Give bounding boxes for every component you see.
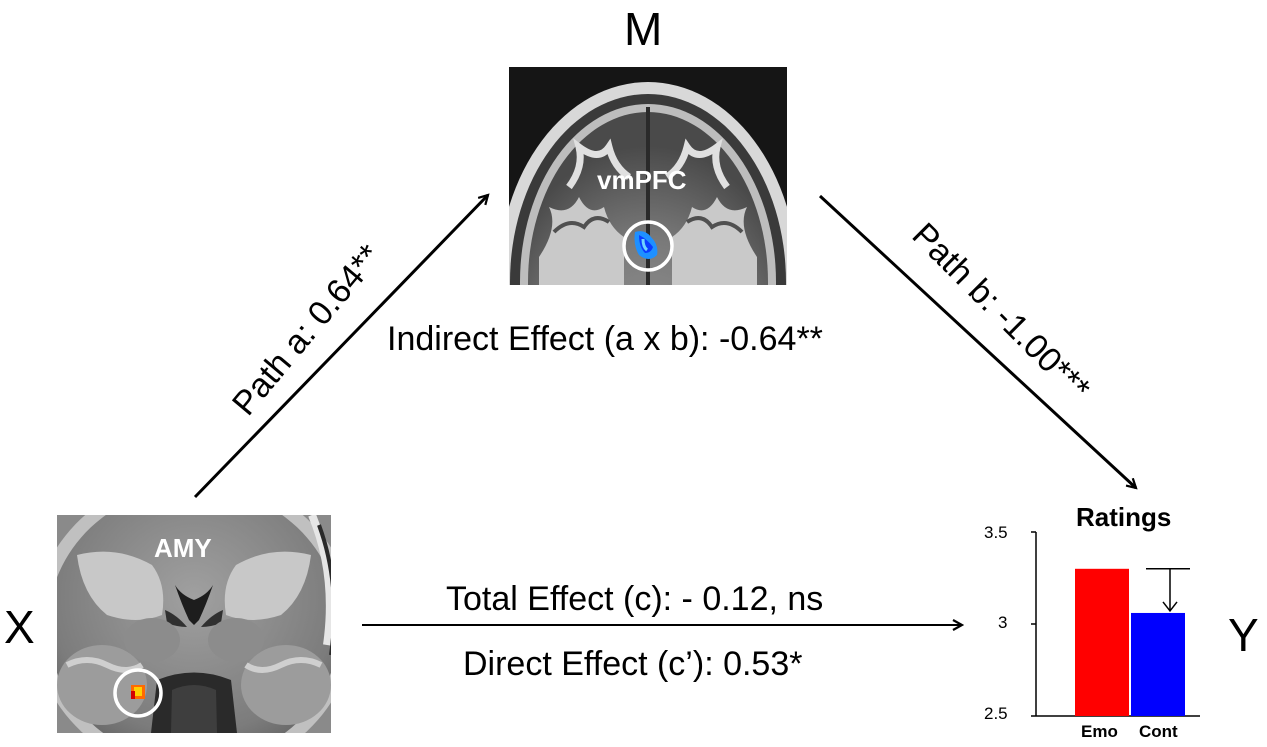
path-a-arrow [193, 195, 488, 499]
vmpfc-brain-image: vmPFC [509, 67, 787, 285]
vmpfc-highlight-circle [622, 220, 674, 272]
amy-brain-image: AMY [57, 515, 331, 733]
ratings-chart-title: Ratings [1076, 502, 1172, 532]
predictor-letter: X [4, 601, 35, 653]
mediator-letter: M [624, 3, 663, 55]
cont-bar [1131, 612, 1185, 716]
outcome-letter: Y [1228, 609, 1259, 661]
y-tick-label: 3.5 [984, 523, 1008, 542]
difference-arrow-head [1162, 601, 1178, 613]
emo-bar [1075, 568, 1129, 716]
total-effect-label: Total Effect (c): - 0.12, ns [446, 580, 824, 618]
ratings-chart-marks [1031, 531, 1200, 717]
x-category-label: Emo [1081, 722, 1118, 741]
x-category-label: Cont [1139, 722, 1178, 741]
amy-highlight-circle [113, 668, 163, 718]
path-b-arrow [818, 194, 1136, 488]
amy-brain-drawing [57, 515, 331, 733]
vmpfc-brain-drawing [509, 67, 787, 285]
ratings-chart [1031, 531, 1200, 717]
amy-label: AMY [154, 533, 212, 563]
vmpfc-label: vmPFC [597, 165, 687, 195]
direct-effect-label: Direct Effect (c’): 0.53* [463, 645, 803, 683]
y-tick-label: 3 [998, 613, 1008, 632]
y-tick-label: 2.5 [984, 704, 1008, 723]
indirect-effect-label: Indirect Effect (a x b): -0.64** [387, 320, 823, 358]
